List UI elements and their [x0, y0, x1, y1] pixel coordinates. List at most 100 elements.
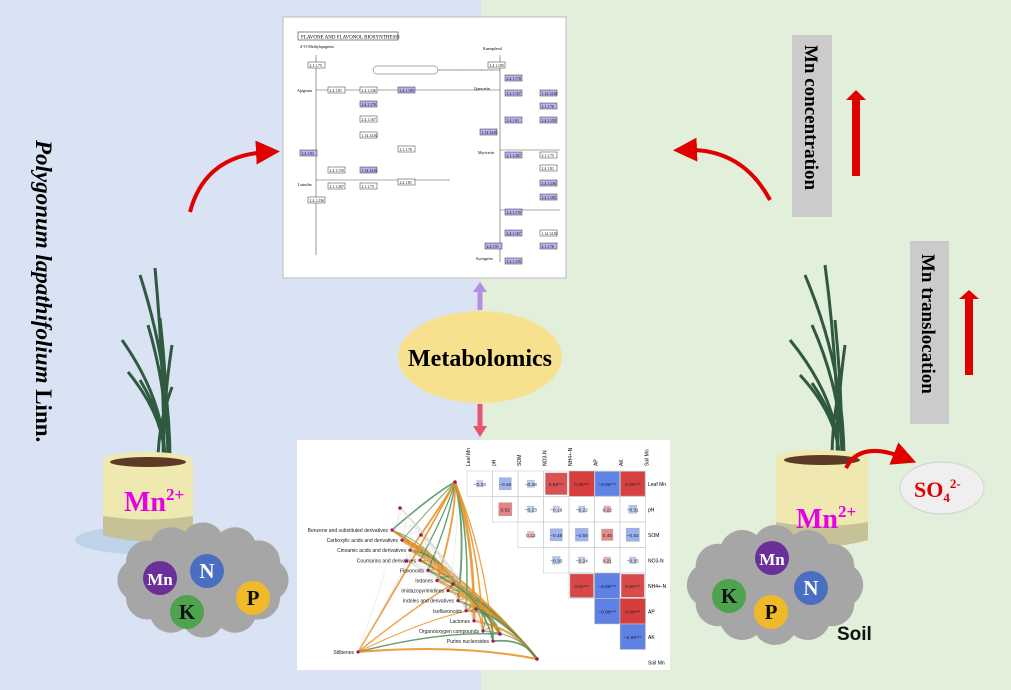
enzyme-box [479, 128, 498, 136]
metabolite-label: Flavonoids [400, 568, 425, 574]
metabolite-label: Isoflavonoids [433, 609, 463, 615]
correlation-cell [575, 528, 589, 542]
network-edge [420, 534, 494, 642]
network-edge [357, 632, 501, 653]
metabolite-node [446, 589, 450, 593]
enzyme-box [307, 196, 326, 204]
svg-text:2.4.1.236: 2.4.1.236 [362, 89, 376, 93]
svg-text:1.14.14.82: 1.14.14.82 [542, 92, 558, 96]
svg-text:2.4.1.81: 2.4.1.81 [400, 181, 412, 185]
sulfate-arrow [844, 442, 917, 469]
svg-text:2.1.1.267: 2.1.1.267 [507, 154, 521, 158]
enzyme-box [359, 182, 378, 190]
network-edge [391, 481, 456, 531]
correlation-value: −0.31 [627, 507, 639, 513]
enzyme-box [359, 100, 378, 108]
row-label: Leaf Mn [648, 482, 666, 488]
column-label: pH [491, 459, 497, 466]
metabolite-label: Indoles and derivatives [403, 599, 455, 605]
correlation-cell [628, 505, 637, 514]
nutrient-mn: Mn [755, 541, 789, 575]
correlation-cell [578, 556, 586, 564]
svg-text:2.4.1.167: 2.4.1.167 [507, 232, 521, 236]
metabolite-label: Imidazopyrimidines [401, 589, 444, 595]
enzyme-box [359, 86, 378, 94]
svg-text:2.4.1.91: 2.4.1.91 [487, 245, 499, 249]
mn-translocation-label: Mn translocation [917, 254, 938, 394]
correlation-value: 0.96*** [625, 482, 640, 488]
column-label: Leaf Mn [466, 448, 472, 466]
nutrient-mn: Mn [143, 561, 177, 595]
correlation-cell [603, 556, 611, 564]
network-edge [405, 560, 438, 581]
pathway-map: FLAVONE AND FLAVONOL BIOSYNTHESIS 2.1.1.… [282, 16, 567, 279]
nutrient-k: K [712, 579, 746, 613]
correlation-cell [549, 528, 563, 542]
svg-text:2.4.1.185: 2.4.1.185 [490, 64, 504, 68]
metabolite-node [491, 639, 495, 643]
metabolite-node [390, 528, 394, 532]
column-label: SOM [517, 455, 523, 466]
svg-text:2.4.1.91: 2.4.1.91 [507, 119, 519, 123]
enzyme-box [327, 86, 346, 94]
correlation-cell [594, 598, 620, 624]
svg-text:2.4.1.159: 2.4.1.159 [542, 119, 556, 123]
enzyme-box [504, 151, 523, 159]
environment-node [451, 582, 455, 586]
metabolite-label: Organooxygen compounds [419, 629, 480, 635]
network-edge [405, 554, 421, 562]
svg-text:1.14.14.81: 1.14.14.81 [362, 169, 378, 173]
metabolite-node [435, 578, 439, 583]
correlation-value: −0.48 [550, 533, 562, 539]
svg-text:2.4.1.91: 2.4.1.91 [302, 152, 314, 156]
correlation-value: −0.98*** [624, 635, 642, 641]
correlation-cell [629, 556, 637, 564]
svg-text:K: K [179, 600, 196, 624]
metabolite-label: Indanes [415, 579, 433, 585]
network-edge [357, 647, 538, 661]
svg-text:P: P [247, 586, 260, 610]
svg-text:2.4.1.170: 2.4.1.170 [507, 77, 521, 81]
environment-node [498, 632, 502, 636]
metabolite-label: Coumarins and derivatives [357, 558, 417, 564]
row-label: SOM [648, 533, 659, 539]
network-edge [419, 481, 456, 561]
network-edge [357, 507, 401, 653]
nutrient-p: P [236, 581, 270, 615]
network-edge [475, 608, 494, 642]
enzyme-box [397, 178, 416, 186]
enzyme-box [539, 116, 558, 124]
svg-text:2.4.1.170: 2.4.1.170 [507, 211, 521, 215]
correlation-cell [498, 502, 513, 517]
svg-text:2.1.1.75: 2.1.1.75 [310, 64, 322, 68]
metabolite-label: Cinnamic acids and derivatives [337, 548, 406, 554]
enzyme-box [539, 102, 558, 110]
svg-text:1.14.14.81: 1.14.14.81 [482, 131, 498, 135]
svg-text:N: N [199, 559, 214, 583]
metabolomics-label: Metabolomics [408, 346, 552, 372]
enzyme-box [359, 131, 378, 139]
correlation-value: −0.50 [576, 533, 588, 539]
correlation-value: −0.96*** [598, 482, 616, 488]
network-edge [473, 619, 501, 635]
correlation-value: 0.85*** [549, 482, 564, 488]
enzyme-box [359, 166, 378, 174]
enzyme-box [327, 166, 346, 174]
environment-node [535, 657, 539, 661]
column-label: AK [619, 459, 625, 466]
svg-text:2.1.1.76: 2.1.1.76 [542, 245, 554, 249]
row-label: AP [648, 609, 655, 615]
svg-text:N: N [803, 576, 818, 600]
correlation-cell [578, 505, 586, 513]
metabolite-node [400, 538, 404, 542]
metabolite-label: Purine nucleosides [447, 639, 490, 645]
svg-text:Mn: Mn [759, 550, 785, 569]
enzyme-box [504, 89, 523, 97]
svg-text:2.4.1.167: 2.4.1.167 [507, 92, 521, 96]
arrow-up-icon [846, 90, 866, 176]
correlation-cell [621, 574, 645, 598]
enzyme-box [484, 242, 503, 250]
species-authority: Linn. [31, 389, 56, 442]
environment-node [404, 559, 408, 563]
